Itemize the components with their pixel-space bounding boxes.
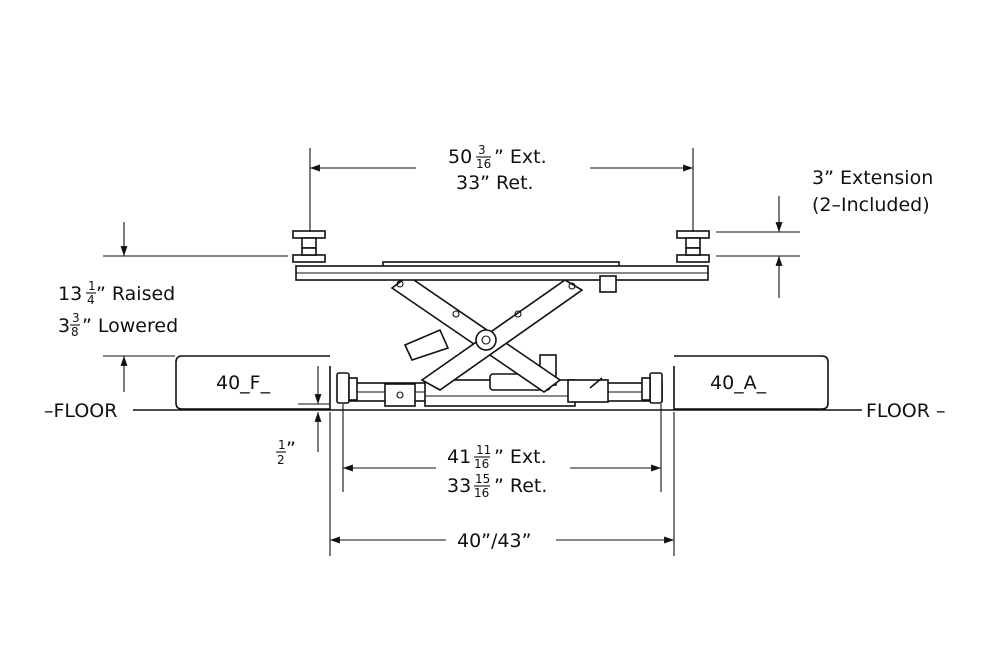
lowered-whole: 3	[58, 315, 70, 337]
left-extension-pad	[292, 230, 326, 263]
offset-den: 2	[277, 453, 285, 467]
right-pad-label: 40_A_	[710, 372, 767, 394]
lowered-den: 8	[71, 325, 79, 339]
top-span-whole: 50	[448, 146, 472, 168]
offset-dimension-lines	[298, 366, 330, 452]
lower-span-dimension-lines	[342, 404, 662, 492]
lower-span-ret-num: 15	[475, 472, 490, 486]
lower-span-ret-whole: 33	[447, 475, 471, 497]
rail-span-dimension-lines	[329, 412, 675, 556]
top-span-ext-suffix: ” Ext.	[494, 146, 547, 168]
top-span-ret: 33” Ret.	[456, 172, 534, 194]
offset-num: 1	[278, 438, 286, 452]
extension-dimension-lines	[716, 196, 800, 298]
raised-whole: 13	[58, 283, 82, 305]
jack-base	[336, 354, 663, 407]
lower-span-ret-suffix: ” Ret.	[494, 475, 547, 497]
floor-label-left: –FLOOR	[44, 400, 117, 422]
raised-suffix: ” Raised	[96, 283, 175, 305]
lower-span-whole: 41	[447, 446, 471, 468]
top-span-num: 3	[478, 143, 486, 157]
extension-label-line2: (2–Included)	[812, 194, 930, 216]
lower-span-num: 11	[476, 443, 491, 457]
lowered-num: 3	[72, 311, 80, 325]
floor-label-right: FLOOR –	[866, 400, 946, 422]
raised-num: 1	[88, 279, 96, 293]
lowered-suffix: ” Lowered	[82, 315, 178, 337]
offset-suffix: ”	[286, 438, 296, 460]
scissor-arms	[390, 275, 584, 393]
top-span-den: 16	[476, 157, 491, 171]
left-pad-label: 40_F_	[216, 372, 271, 394]
left-runway-pad	[175, 355, 331, 410]
top-span-dimension-lines	[309, 148, 694, 232]
lower-span-ret-den: 16	[474, 486, 489, 500]
raised-den: 4	[87, 293, 95, 307]
right-runway-pad	[673, 355, 829, 410]
lower-span-den: 16	[474, 457, 489, 471]
rail-span-label: 40”/43”	[457, 530, 531, 552]
height-dimension-lines	[103, 222, 288, 392]
extension-label-line1: 3” Extension	[812, 167, 933, 189]
lifting-beam	[295, 261, 709, 293]
lower-span-ext-suffix: ” Ext.	[494, 446, 547, 468]
right-extension-pad	[676, 230, 710, 263]
